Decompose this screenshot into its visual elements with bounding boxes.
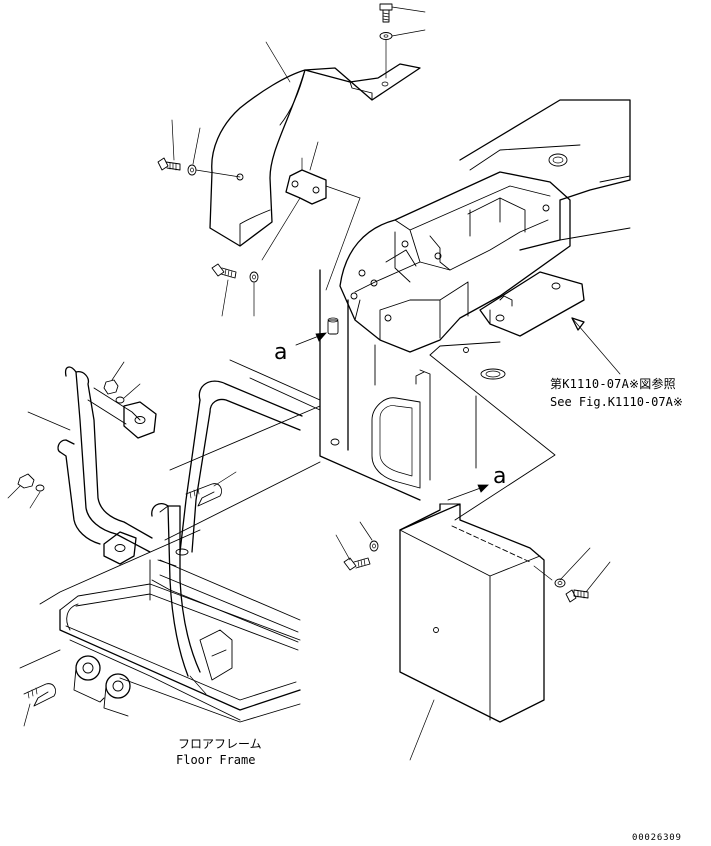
cover-washer	[187, 127, 241, 178]
floor-frame	[19, 359, 321, 723]
floor-frame-label-jp: フロアフレーム	[178, 737, 262, 751]
floor-body	[319, 269, 556, 521]
upper-cover	[209, 41, 306, 247]
top-washer	[379, 29, 426, 79]
rear-cover-washer-right	[533, 547, 591, 588]
rear-cover	[399, 484, 545, 761]
rear-cover-bolt-left	[335, 534, 371, 571]
far-left-nut	[7, 473, 35, 499]
left-handrail	[27, 366, 157, 565]
far-left-washer	[29, 484, 45, 509]
floor-frame-label-en: Floor Frame	[176, 753, 256, 767]
middle-bolt	[211, 263, 237, 317]
left-rail-washer	[115, 383, 141, 404]
u-bolt-middle	[185, 471, 237, 507]
drawing-number: 00026309	[632, 833, 682, 843]
right-handrail	[149, 380, 303, 677]
floor-frame-leader	[189, 675, 207, 695]
spacer-collar	[295, 317, 339, 346]
u-bolt-lower	[23, 683, 57, 727]
cover-bolt	[157, 119, 181, 171]
top-bracket	[304, 63, 421, 101]
top-bolt	[379, 3, 426, 23]
left-rail-nut	[103, 361, 125, 395]
reference-figure-en: See Fig.K1110-07A※	[550, 395, 683, 409]
console-base	[339, 99, 631, 375]
arrow-label-a-left: a	[274, 340, 288, 365]
clip-bracket	[261, 141, 361, 291]
arrow-label-a-right: a	[493, 464, 507, 489]
middle-washer	[249, 271, 259, 317]
reference-figure-jp: 第K1110-07A※図参照	[550, 377, 676, 391]
rear-cover-washer-left	[359, 521, 379, 552]
rear-cover-bolt-right	[565, 561, 611, 603]
